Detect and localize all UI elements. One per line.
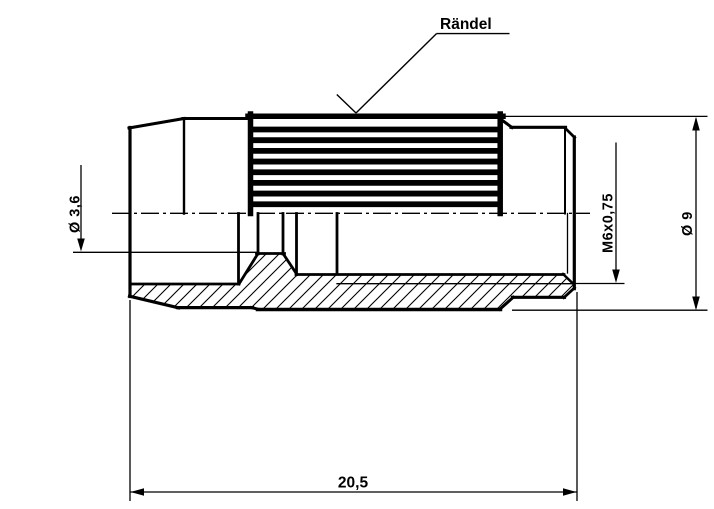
- od-dim-arrow-top: [692, 116, 700, 131]
- od-dim-text: Ø 9: [680, 211, 696, 236]
- length-dim-arrow-right: [563, 488, 577, 496]
- dim-overall-length: 20,5: [129, 292, 578, 501]
- length-dim-arrow-left: [130, 488, 144, 496]
- od-dim-arrow-bottom: [692, 296, 700, 311]
- bottom-left-chamfer: [127, 294, 181, 310]
- dim-thread: M6x0,75: [574, 142, 625, 285]
- knurl-leader-arrowhead: [336, 93, 357, 114]
- knurl-callout: Rändel: [336, 16, 510, 114]
- knurl-label: Rändel: [440, 16, 492, 33]
- knurl-leader-line: [355, 33, 437, 114]
- dim-bore-diameter: Ø 3,6: [68, 165, 258, 253]
- bore-dim-arrow: [77, 238, 85, 252]
- top-left-chamfer: [127, 116, 186, 130]
- cone-left: [237, 251, 260, 286]
- knurl-lines: [253, 126, 498, 208]
- length-dim-text: 20,5: [338, 475, 369, 492]
- thread-dim-arrow: [612, 269, 620, 283]
- bottom-step-chamfer: [497, 295, 516, 312]
- part-outline: [127, 111, 577, 312]
- section-hatching: [130, 253, 574, 310]
- dim-outer-diameter: Ø 9: [503, 115, 708, 311]
- thread-dim-text: M6x0,75: [601, 193, 617, 253]
- hatched-material: [130, 253, 574, 310]
- inner-profile: [129, 212, 576, 287]
- bore-entry-chamfer: [561, 272, 576, 287]
- cone-right: [281, 251, 299, 277]
- bore-dim-text: Ø 3,6: [68, 195, 84, 233]
